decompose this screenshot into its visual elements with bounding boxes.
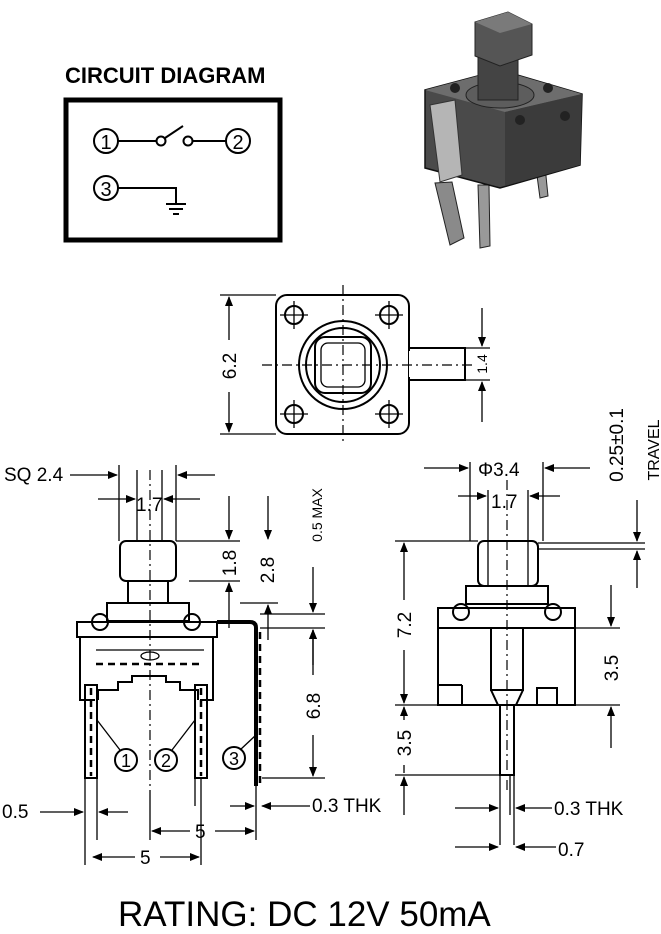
stem-height-dim: 1.8 [220,550,241,576]
max-dim: 0.5 MAX [309,488,325,542]
stem-square-dim: SQ 2.4 [4,465,64,486]
ground-symbol [166,203,186,215]
pitch-dim-lower: 5 [140,848,151,869]
body-height-dim: 6.8 [304,693,325,719]
circuit-pin-2: 2 [225,128,251,154]
top-view-height-dim: 6.2 [220,353,241,379]
front-pin-1 [114,748,138,772]
side-thickness-dim: 0.3 THK [554,799,624,820]
circuit-pin-1: 1 [93,128,119,154]
circuit-diagram-frame [63,97,283,243]
side-body-height-dim: 3.5 [602,655,623,681]
circuit-diagram: CIRCUIT DIAGRAM 1 2 3 [63,63,283,243]
mounting-hole-top-left [280,301,308,329]
pitch-dim-upper: 5 [195,822,206,843]
rating-text: RATING: DC 12V 50mA [118,895,491,934]
front-view: 1 2 3 SQ 2.4 1.7 1.8 2.8 0.5 MAX [2,465,382,869]
mounting-hole-bottom-left [280,400,308,428]
travel-label: TRAVEL [646,419,661,480]
circuit-diagram-title: CIRCUIT DIAGRAM [65,63,265,88]
front-pin-3 [222,746,246,770]
svg-text:2: 2 [232,132,243,154]
pin-width-dim: 0.5 [2,802,28,823]
side-view: Φ3.4 1.7 0.25±0.1 TRAVEL 7.2 3.5 3.5 [395,408,661,861]
top-view: 6.2 1.4 [220,285,490,443]
mounting-hole-top-right [375,301,403,329]
switch-contact [164,125,184,139]
total-height-dim: 7.2 [395,612,416,638]
svg-text:1: 1 [100,132,111,154]
svg-text:1: 1 [121,751,131,771]
diameter-dim: Φ3.4 [478,460,520,481]
front-thickness-dim: 0.3 THK [312,796,382,817]
side-stem-width-dim: 1.7 [491,492,517,513]
terminal-width-dim: 1.4 [474,354,490,374]
front-stem-width-dim: 1.7 [136,495,162,516]
circuit-pin-3: 3 [93,175,119,201]
svg-text:2: 2 [161,751,171,771]
pin-length-dim: 3.5 [395,730,416,756]
side-pin-width-dim: 0.7 [558,840,584,861]
product-photo [424,11,583,249]
svg-text:3: 3 [100,179,111,201]
travel-value-dim: 0.25±0.1 [607,408,628,482]
front-pin-2 [154,748,178,772]
cap-height-dim: 2.8 [258,557,279,583]
mounting-hole-bottom-right [375,400,403,428]
svg-text:3: 3 [229,749,239,769]
